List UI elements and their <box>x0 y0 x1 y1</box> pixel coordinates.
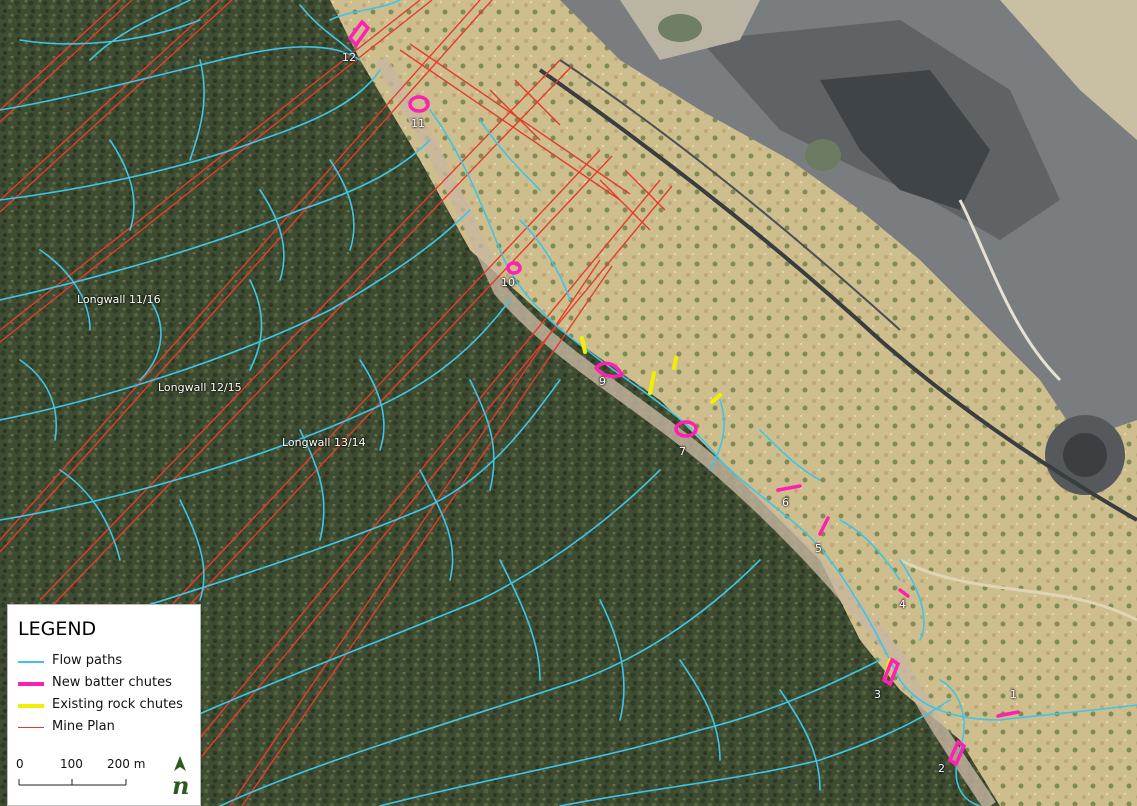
chute-number-7: 7 <box>679 445 686 458</box>
legend-title: LEGEND <box>18 618 97 640</box>
chute-number-2: 2 <box>938 762 945 775</box>
north-arrow-icon: n <box>166 755 194 801</box>
chute-number-3: 3 <box>874 688 881 701</box>
scalebar <box>18 779 127 786</box>
chute-number-1: 1 <box>1010 688 1017 701</box>
chute-number-9: 9 <box>599 375 606 388</box>
legend-item-new-batter-chutes: New batter chutes <box>16 674 200 694</box>
longwall-label-12-15: Longwall 12/15 <box>158 381 242 394</box>
legend-item-mine-plan: Mine Plan <box>16 718 200 738</box>
new-batter-chute-swatch <box>18 682 44 686</box>
longwall-label-11-16: Longwall 11/16 <box>77 293 161 306</box>
chute-number-6: 6 <box>782 496 789 509</box>
flow-path-swatch <box>18 661 44 663</box>
chute-number-5: 5 <box>815 542 822 555</box>
scalebar-label-0: 0 <box>16 757 24 771</box>
scalebar-label-100: 100 <box>60 757 83 771</box>
chute-number-11: 11 <box>411 117 425 130</box>
legend-panel: LEGEND Flow paths New batter chutes Exis… <box>7 604 201 806</box>
new-batter-chutes-layer <box>347 19 1020 767</box>
north-label: n <box>172 771 190 800</box>
longwall-label-13-14: Longwall 13/14 <box>282 436 366 449</box>
chute-number-10: 10 <box>501 276 515 289</box>
legend-item-flow-paths: Flow paths <box>16 652 200 672</box>
legend-label-mine-plan: Mine Plan <box>52 719 115 734</box>
legend-label-new-batter-chutes: New batter chutes <box>52 675 172 690</box>
chute-number-12: 12 <box>342 51 356 64</box>
mine-plan-swatch <box>18 727 44 728</box>
chute-number-4: 4 <box>899 598 906 611</box>
legend-item-existing-rock-chutes: Existing rock chutes <box>16 696 200 716</box>
scalebar-label-200m: 200 m <box>107 757 146 771</box>
mine-plan-layer <box>0 0 673 806</box>
legend-label-existing-rock-chutes: Existing rock chutes <box>52 697 183 712</box>
legend-label-flow-paths: Flow paths <box>52 653 123 668</box>
existing-rock-chute-swatch <box>18 704 44 708</box>
